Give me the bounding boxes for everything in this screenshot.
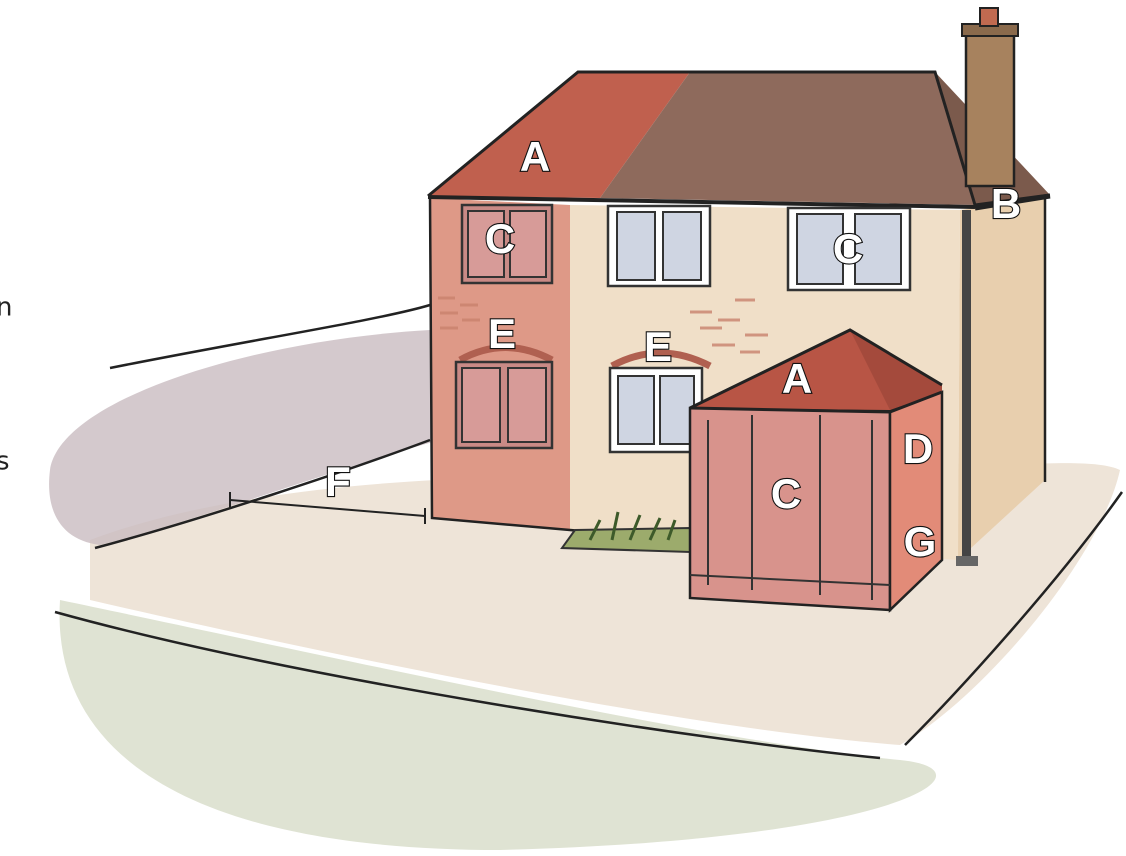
label-g-porch-base: G [904, 518, 937, 565]
side-text-fragment: n [0, 293, 12, 323]
label-c-upper-right-window: C [833, 225, 863, 272]
label-e-middle-arch: E [644, 323, 672, 370]
label-c-porch-door: C [771, 470, 801, 517]
label-f-dimension: F [325, 458, 351, 505]
chimney-pot [980, 8, 998, 26]
downpipe-shoe [956, 556, 978, 566]
window-upper-middle [608, 206, 710, 286]
side-text-fragment: s [0, 447, 10, 477]
label-c-upper-left-window: C [485, 215, 515, 262]
label-a-porch-roof: A [782, 355, 812, 402]
downpipe [962, 210, 971, 565]
chimney-stack [966, 28, 1014, 186]
label-e-left-arch: E [488, 310, 516, 357]
side-text-fragment: J [0, 607, 2, 637]
label-b-gutter: B [991, 180, 1021, 227]
label-a-main-roof: A [520, 133, 550, 180]
window-lower-left [456, 348, 552, 449]
label-d-porch-side: D [903, 425, 933, 472]
